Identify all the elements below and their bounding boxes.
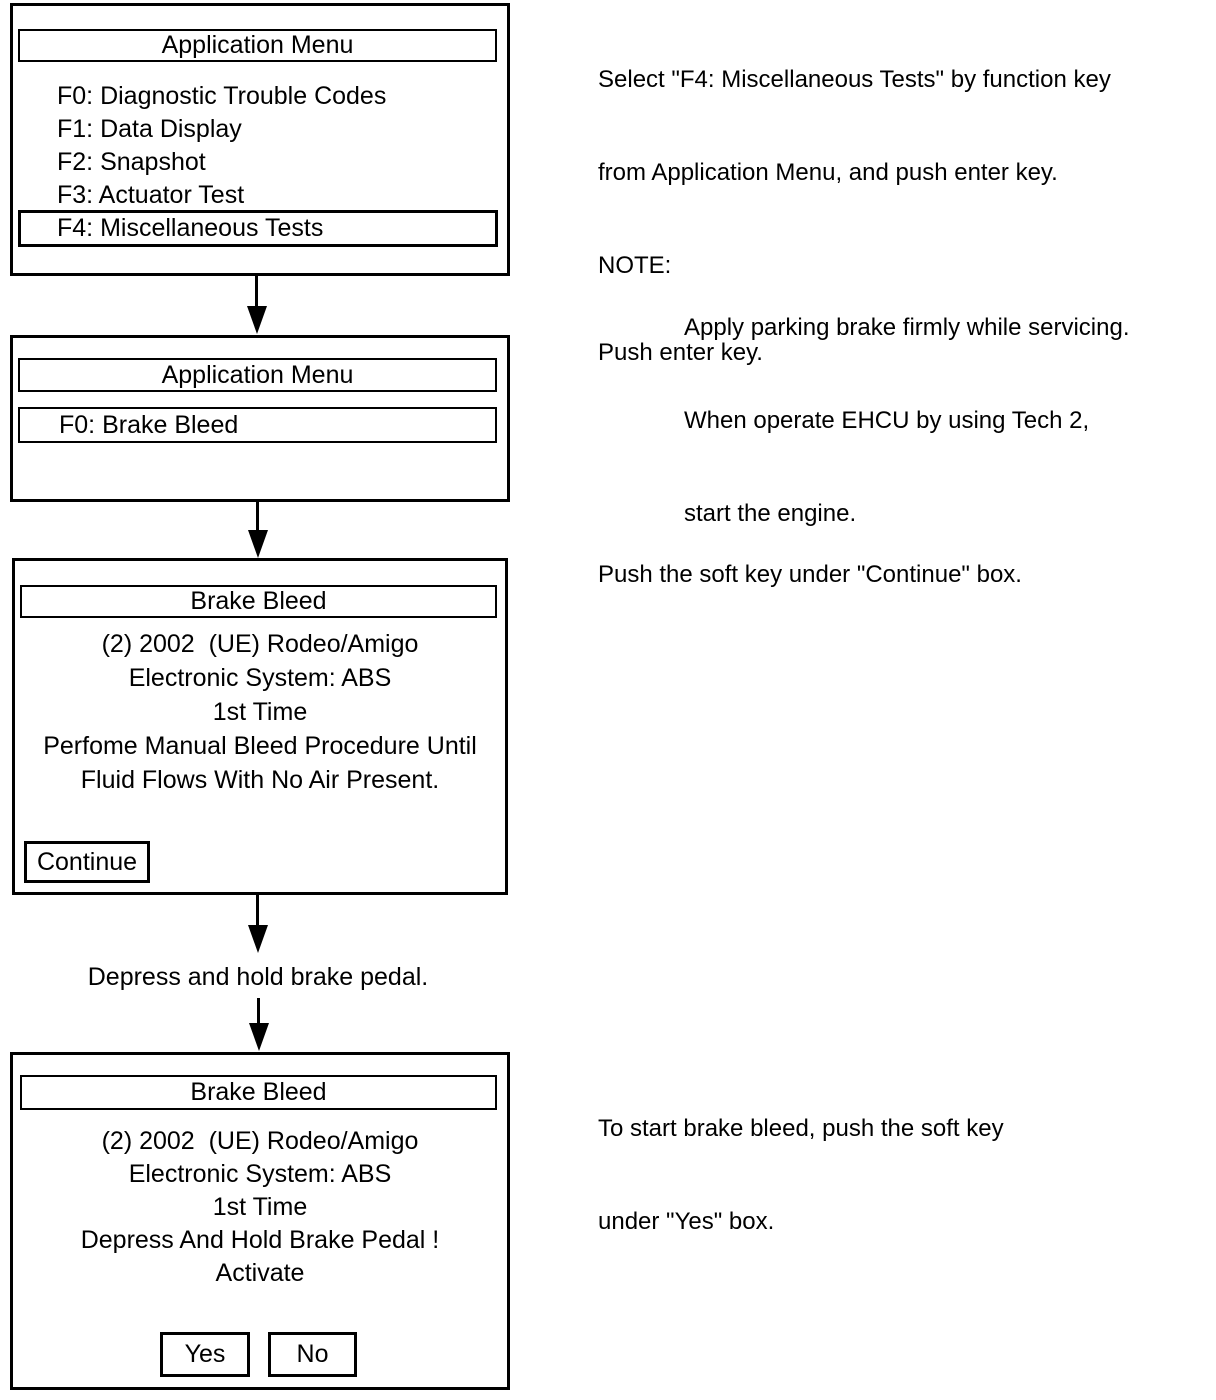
arrow-down-head-icon: [247, 306, 267, 334]
tech2-screen-brake-bleed-continue: Brake Bleed (2) 2002 (UE) Rodeo/Amigo El…: [12, 558, 508, 895]
menu-item-f4-selected: F4: Miscellaneous Tests: [18, 210, 498, 247]
annotation-line: from Application Menu, and push enter ke…: [598, 159, 1058, 186]
screen-body-text: (2) 2002 (UE) Rodeo/Amigo Electronic Sys…: [15, 627, 505, 797]
note-line: When operate EHCU by using Tech 2,: [684, 407, 1090, 434]
annotation-step-2: Push enter key.: [598, 339, 763, 366]
vehicle-line: (2) 2002 (UE) Rodeo/Amigo: [101, 630, 419, 658]
continue-soft-key: Continue: [24, 841, 150, 883]
arrow-down-head-icon: [248, 925, 268, 953]
annotation-step-4: To start brake bleed, push the soft key …: [598, 1051, 1004, 1299]
menu-item-f1: F1: Data Display: [57, 115, 242, 143]
tech2-screen-brake-bleed-menu: Application Menu F0: Brake Bleed: [10, 335, 510, 502]
screen-body-text: (2) 2002 (UE) Rodeo/Amigo Electronic Sys…: [13, 1125, 507, 1290]
arrow-down-icon: [256, 895, 259, 926]
annotation-step-1: Select "F4: Miscellaneous Tests" by func…: [598, 2, 1213, 653]
instruction-line-1: Depress And Hold Brake Pedal !: [80, 1226, 440, 1254]
time-line: 1st Time: [212, 1193, 308, 1221]
menu-item-f0-brake-bleed: F0: Brake Bleed: [18, 407, 497, 443]
annotation-line: under "Yes" box.: [598, 1208, 775, 1235]
note-line: start the engine.: [684, 500, 857, 527]
menu-item-f3: F3: Actuator Test: [57, 181, 245, 209]
function-key-menu: F0: Diagnostic Trouble Codes F1: Data Di…: [57, 80, 386, 212]
screen-title: Application Menu: [18, 29, 497, 62]
screen-title: Brake Bleed: [20, 1075, 497, 1110]
instruction-line-2: Activate: [215, 1259, 305, 1287]
note-block: NOTE: Apply parking brake firmly while s…: [598, 250, 1213, 591]
no-soft-key: No: [268, 1332, 357, 1377]
system-line: Electronic System: ABS: [128, 1160, 392, 1188]
instruction-line-1: Perfome Manual Bleed Procedure Until: [43, 732, 477, 760]
note-label: NOTE:: [598, 252, 672, 279]
note-content: Apply parking brake firmly while servici…: [684, 250, 1130, 591]
arrow-down-head-icon: [248, 530, 268, 558]
note-line: Apply parking brake firmly while servici…: [684, 314, 1130, 341]
arrow-down-icon: [256, 502, 259, 531]
menu-item-f0: F0: Diagnostic Trouble Codes: [57, 82, 387, 110]
menu-item-f2: F2: Snapshot: [57, 148, 206, 176]
yes-soft-key: Yes: [160, 1332, 250, 1377]
annotation-line: Select "F4: Miscellaneous Tests" by func…: [598, 66, 1111, 93]
instruction-line-2: Fluid Flows With No Air Present.: [80, 766, 440, 794]
arrow-down-icon: [255, 276, 258, 307]
screen-title: Application Menu: [18, 358, 497, 392]
tech2-screen-brake-bleed-activate: Brake Bleed (2) 2002 (UE) Rodeo/Amigo El…: [10, 1052, 510, 1390]
arrow-down-head-icon: [249, 1023, 269, 1051]
vehicle-line: (2) 2002 (UE) Rodeo/Amigo: [101, 1127, 419, 1155]
system-line: Electronic System: ABS: [128, 664, 392, 692]
tech2-screen-application-menu: Application Menu F0: Diagnostic Trouble …: [10, 3, 510, 276]
annotation-line: To start brake bleed, push the soft key: [598, 1115, 1004, 1142]
time-line: 1st Time: [212, 698, 308, 726]
screen-title: Brake Bleed: [20, 585, 497, 618]
annotation-step-3: Push the soft key under "Continue" box.: [598, 561, 1022, 588]
arrow-down-icon: [257, 998, 260, 1024]
interstitial-instruction: Depress and hold brake pedal.: [87, 963, 429, 991]
